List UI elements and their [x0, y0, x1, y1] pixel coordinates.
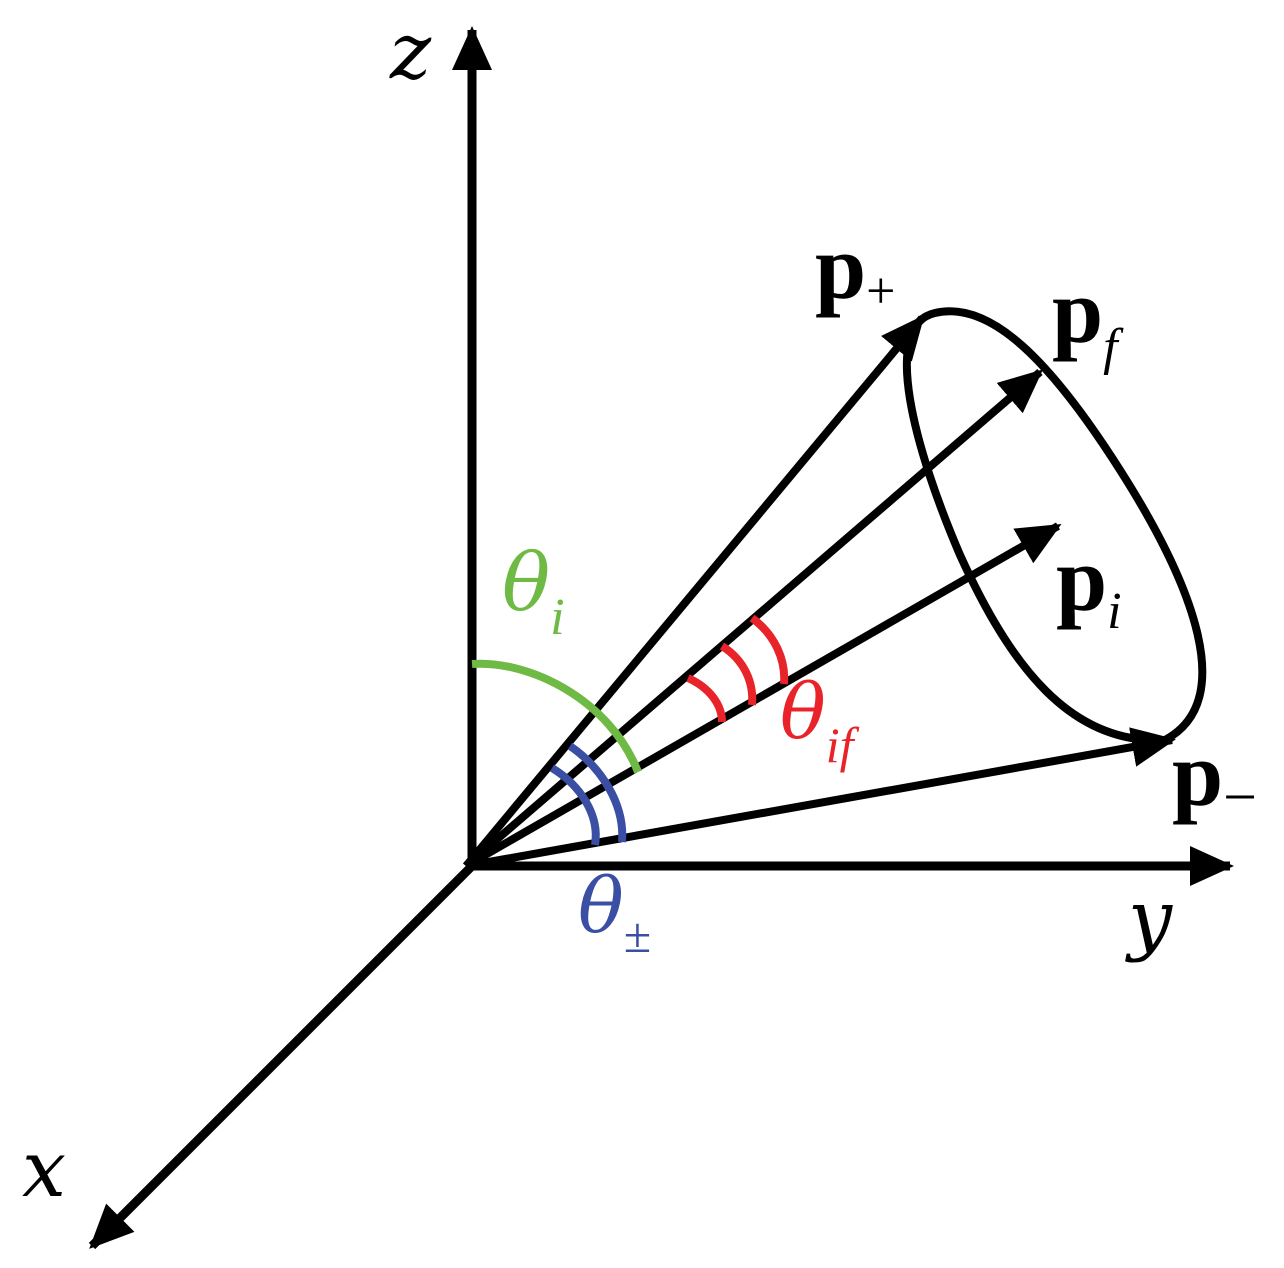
theta-if-arc-3 — [749, 614, 789, 685]
p-minus-vector — [465, 727, 1176, 870]
p-minus-label: p− — [1172, 723, 1257, 830]
x-axis-label: x — [22, 1125, 66, 1215]
y-axis-label: y — [1125, 874, 1173, 964]
z-axis-label: z — [389, 7, 432, 97]
theta-i-label: θi — [502, 536, 565, 646]
theta-if-arc-2 — [719, 642, 757, 706]
p-plus-label: p+ — [815, 216, 896, 320]
cone-rim-ellipse — [902, 307, 1207, 745]
theta-pm-arc-2 — [567, 742, 627, 843]
p-plus-vector — [462, 314, 926, 869]
p-i-label: pi — [1056, 528, 1122, 640]
theta-if-label: θif — [780, 667, 860, 773]
x-axis — [88, 862, 476, 1250]
p-i-vector — [464, 522, 1062, 870]
theta-pm-label: θ± — [578, 861, 651, 963]
theta-if-arc-1 — [686, 674, 726, 723]
theta-i-arc — [471, 659, 642, 774]
theta-pm-arc-1 — [549, 764, 600, 846]
p-f-label: pf — [1052, 260, 1124, 376]
